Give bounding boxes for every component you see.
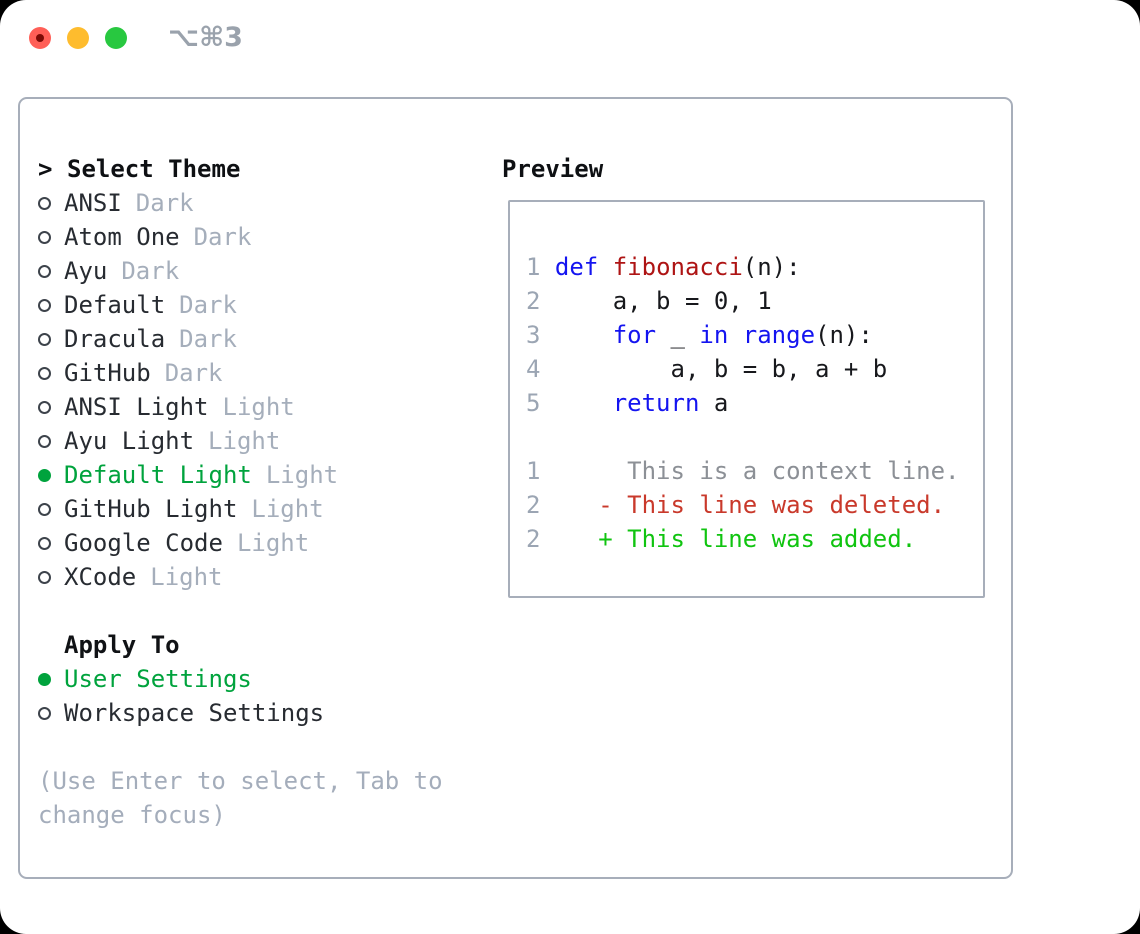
- radio-icon: [38, 536, 51, 550]
- option-label: ANSI: [64, 189, 122, 217]
- focus-caret: >: [38, 155, 53, 183]
- option-label: Atom One: [64, 223, 180, 251]
- code-line: [526, 420, 983, 454]
- option-variant-tag: Light: [265, 461, 339, 489]
- theme-option[interactable]: GitHub Light Light: [38, 492, 443, 526]
- code-line: 2 + This line was added.: [526, 525, 917, 553]
- code-line: 5 return a: [526, 389, 729, 417]
- option-label: User Settings: [64, 665, 252, 693]
- preview-heading-label: Preview: [502, 155, 604, 183]
- preview-code-box: 1 def fibonacci(n): 2 a, b = 0, 1 3 for _ …: [508, 200, 985, 598]
- radio-icon: [38, 230, 51, 244]
- code-line: 4 a, b = b, a + b: [526, 355, 888, 383]
- code-line: 2 - This line was deleted.: [526, 491, 946, 519]
- radio-icon: [38, 434, 51, 448]
- zoom-button[interactable]: [105, 27, 127, 49]
- option-label: GitHub Light: [64, 495, 238, 523]
- option-variant-tag: Dark: [164, 359, 223, 387]
- option-variant-tag: Light: [236, 529, 310, 557]
- code-line: 2 a, b = 0, 1: [526, 287, 772, 315]
- theme-option[interactable]: XCode Light: [38, 560, 443, 594]
- hint-line-1: (Use Enter to select, Tab to: [38, 767, 443, 795]
- option-label: Default: [64, 291, 166, 319]
- option-label: Dracula: [64, 325, 166, 353]
- option-variant-tag: Light: [150, 563, 223, 591]
- theme-option[interactable]: ANSI Light Light: [38, 390, 443, 424]
- theme-option[interactable]: Default Light Light: [38, 458, 443, 492]
- theme-option[interactable]: Default Dark: [38, 288, 443, 322]
- option-label: Ayu Light: [64, 427, 195, 455]
- radio-icon: [38, 196, 51, 210]
- option-variant-tag: Dark: [179, 325, 237, 353]
- radio-icon: [38, 366, 51, 380]
- option-label: Default Light: [64, 461, 252, 489]
- theme-option[interactable]: Ayu Dark: [38, 254, 443, 288]
- preview-heading: Preview: [502, 152, 603, 186]
- option-label: Ayu: [64, 257, 108, 285]
- code-line: 3 for _ in range(n):: [526, 321, 873, 349]
- theme-option[interactable]: Google Code Light: [38, 526, 443, 560]
- theme-option[interactable]: ANSI Dark: [38, 186, 443, 220]
- apply-to-option[interactable]: Workspace Settings: [38, 696, 443, 730]
- option-label: Google Code: [64, 529, 223, 557]
- spacer: [38, 730, 443, 764]
- theme-option[interactable]: Dracula Dark: [38, 322, 443, 356]
- option-variant-tag: Light: [208, 427, 281, 455]
- theme-option[interactable]: Ayu Light Light: [38, 424, 443, 458]
- radio-icon: [38, 332, 51, 346]
- select-theme-heading: > Select Theme: [38, 152, 443, 186]
- option-label: XCode: [64, 563, 137, 591]
- minimize-button[interactable]: [67, 27, 89, 49]
- select-theme-heading-label: Select Theme: [67, 155, 241, 183]
- radio-icon: [38, 400, 51, 414]
- radio-icon: [38, 298, 51, 312]
- preview-code: 1 def fibonacci(n): 2 a, b = 0, 1 3 for _ …: [510, 202, 983, 556]
- radio-icon: [38, 706, 51, 720]
- radio-icon: [38, 264, 51, 278]
- apply-to-heading: Apply To: [38, 628, 443, 662]
- theme-option[interactable]: Atom One Dark: [38, 220, 443, 254]
- code-line: 1 This is a context line.: [526, 457, 960, 485]
- radio-selected-icon: [38, 468, 51, 482]
- option-label: ANSI Light: [64, 393, 209, 421]
- unsaved-indicator-dot: [36, 34, 44, 42]
- keyboard-hint: (Use Enter to select, Tab to change focu…: [38, 764, 443, 832]
- spacer: [38, 594, 443, 628]
- window-titlebar: [29, 27, 143, 49]
- apply-to-heading-label: Apply To: [64, 631, 180, 659]
- option-variant-tag: Light: [222, 393, 295, 421]
- apply-to-option[interactable]: User Settings: [38, 662, 443, 696]
- radio-icon: [38, 502, 51, 516]
- radio-selected-icon: [38, 672, 51, 686]
- option-variant-tag: Dark: [193, 223, 252, 251]
- option-variant-tag: Dark: [135, 189, 194, 217]
- option-variant-tag: Dark: [121, 257, 180, 285]
- close-button[interactable]: [29, 27, 51, 49]
- code-line: 1 def fibonacci(n):: [526, 253, 801, 281]
- option-variant-tag: Dark: [179, 291, 237, 319]
- option-label: Workspace Settings: [64, 699, 325, 727]
- hint-line-2: change focus): [38, 801, 226, 829]
- option-label: GitHub: [64, 359, 151, 387]
- radio-icon: [38, 570, 51, 584]
- theme-option[interactable]: GitHub Dark: [38, 356, 443, 390]
- option-variant-tag: Light: [251, 495, 324, 523]
- window-title-shortcut: ⌥⌘3: [168, 22, 243, 53]
